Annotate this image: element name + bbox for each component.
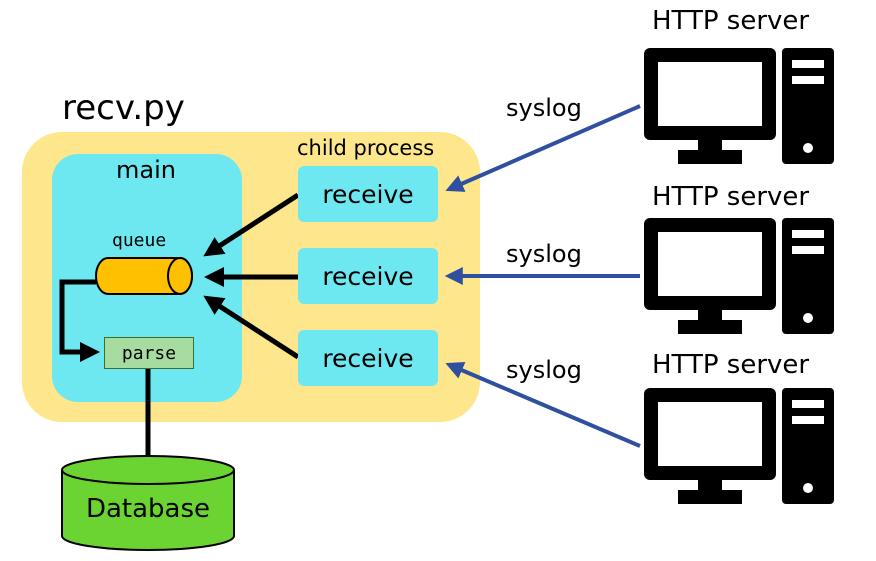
- database-cylinder-icon: [61, 455, 235, 551]
- desktop-computer-tower-icon: [644, 218, 834, 334]
- http-server-label-1: HTTP server: [652, 6, 810, 36]
- receive-box-1: receive: [298, 166, 438, 222]
- arrow-receive1-to-queue: [203, 192, 300, 257]
- child-process-label: child process: [297, 136, 435, 160]
- syslog-arrow-1: [445, 104, 641, 192]
- syslog-label-1: syslog: [506, 94, 582, 122]
- arrow-queue-to-parse: [59, 279, 100, 362]
- syslog-label-2: syslog: [506, 240, 582, 268]
- syslog-arrow-3: [445, 361, 641, 448]
- desktop-computer-tower-icon: [644, 48, 834, 164]
- syslog-label-3: syslog: [506, 356, 582, 384]
- main-label: main: [116, 156, 176, 184]
- receive-box-3: receive: [298, 330, 438, 386]
- arrow-receive3-to-queue: [203, 295, 300, 360]
- database-label: Database: [85, 494, 211, 524]
- http-server-label-3: HTTP server: [652, 350, 810, 380]
- http-server-label-2: HTTP server: [652, 182, 810, 212]
- receive-box-2: receive: [298, 248, 438, 304]
- queue-label: queue: [112, 230, 167, 251]
- desktop-computer-tower-icon: [644, 388, 834, 504]
- parse-box: parse: [104, 337, 194, 369]
- diagram-title: recv.py: [62, 88, 185, 128]
- queue-cylinder-icon: [95, 257, 193, 295]
